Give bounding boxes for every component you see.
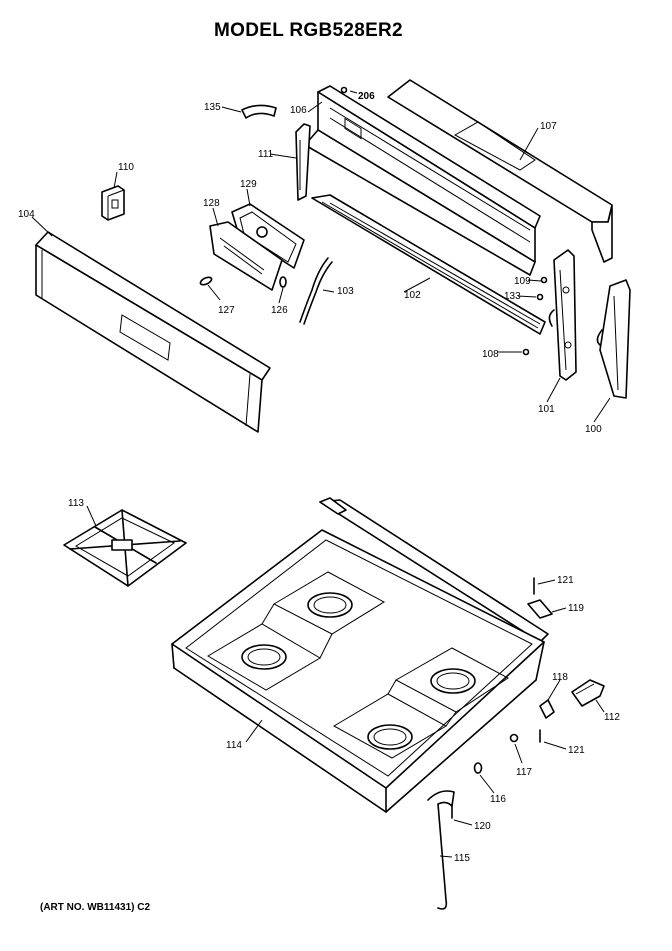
end-bracket-101 bbox=[548, 249, 577, 381]
label-101: 101 bbox=[538, 404, 555, 415]
label-120: 120 bbox=[474, 821, 491, 832]
bracket-119 bbox=[527, 599, 553, 619]
label-128: 128 bbox=[203, 198, 220, 209]
label-108: 108 bbox=[482, 349, 499, 360]
label-103: 103 bbox=[337, 286, 354, 297]
label-106: 106 bbox=[290, 105, 307, 116]
label-100: 100 bbox=[585, 424, 602, 435]
side-bracket-left bbox=[295, 123, 311, 201]
label-111: 111 bbox=[258, 149, 274, 160]
tube-115 bbox=[427, 790, 455, 910]
label-127: 127 bbox=[218, 305, 235, 316]
label-115: 115 bbox=[454, 853, 470, 864]
grommet-127 bbox=[199, 276, 213, 286]
model-title: MODEL RGB528ER2 bbox=[214, 20, 403, 41]
igniter-118 bbox=[539, 699, 555, 719]
wire-harness bbox=[299, 257, 333, 325]
burner-grate bbox=[63, 509, 187, 587]
label-107: 107 bbox=[540, 121, 557, 132]
control-panel bbox=[35, 231, 271, 433]
part-labels: 206 135 106 107 111 110 129 128 104 127 … bbox=[18, 91, 620, 864]
screw-109 bbox=[540, 276, 548, 284]
screw-133 bbox=[536, 293, 544, 301]
label-135: 135 bbox=[204, 102, 221, 113]
window-lens bbox=[209, 221, 283, 291]
label-113: 113 bbox=[68, 498, 84, 509]
label-121-upper: 121 bbox=[557, 575, 574, 586]
screw-126 bbox=[279, 276, 287, 288]
label-126: 126 bbox=[271, 305, 288, 316]
label-112: 112 bbox=[604, 712, 620, 723]
label-109: 109 bbox=[514, 276, 531, 287]
label-116: 116 bbox=[490, 794, 506, 805]
clip-135 bbox=[241, 104, 277, 119]
screw-108 bbox=[522, 348, 530, 356]
end-cap-100 bbox=[596, 279, 631, 399]
cooktop bbox=[171, 497, 549, 813]
clock-module bbox=[101, 185, 125, 221]
label-117: 117 bbox=[516, 767, 532, 778]
backsplash-top-cap bbox=[387, 79, 613, 263]
plug-116 bbox=[473, 762, 483, 774]
label-118: 118 bbox=[552, 672, 568, 683]
label-104: 104 bbox=[18, 209, 35, 220]
label-206: 206 bbox=[358, 91, 375, 102]
label-121-lower: 121 bbox=[568, 745, 585, 756]
label-114: 114 bbox=[226, 740, 242, 751]
trim-strip bbox=[311, 194, 546, 335]
label-129: 129 bbox=[240, 179, 257, 190]
label-102: 102 bbox=[404, 290, 421, 301]
art-number: (ART NO. WB11431) C2 bbox=[40, 902, 151, 913]
label-133: 133 bbox=[504, 291, 521, 302]
spark-module-112 bbox=[571, 679, 605, 707]
leader-lines bbox=[31, 90, 611, 858]
label-110: 110 bbox=[118, 162, 134, 173]
plug-117 bbox=[509, 733, 519, 743]
backsplash-panel bbox=[304, 85, 541, 276]
screw-206 bbox=[340, 86, 348, 94]
label-119: 119 bbox=[568, 603, 584, 614]
